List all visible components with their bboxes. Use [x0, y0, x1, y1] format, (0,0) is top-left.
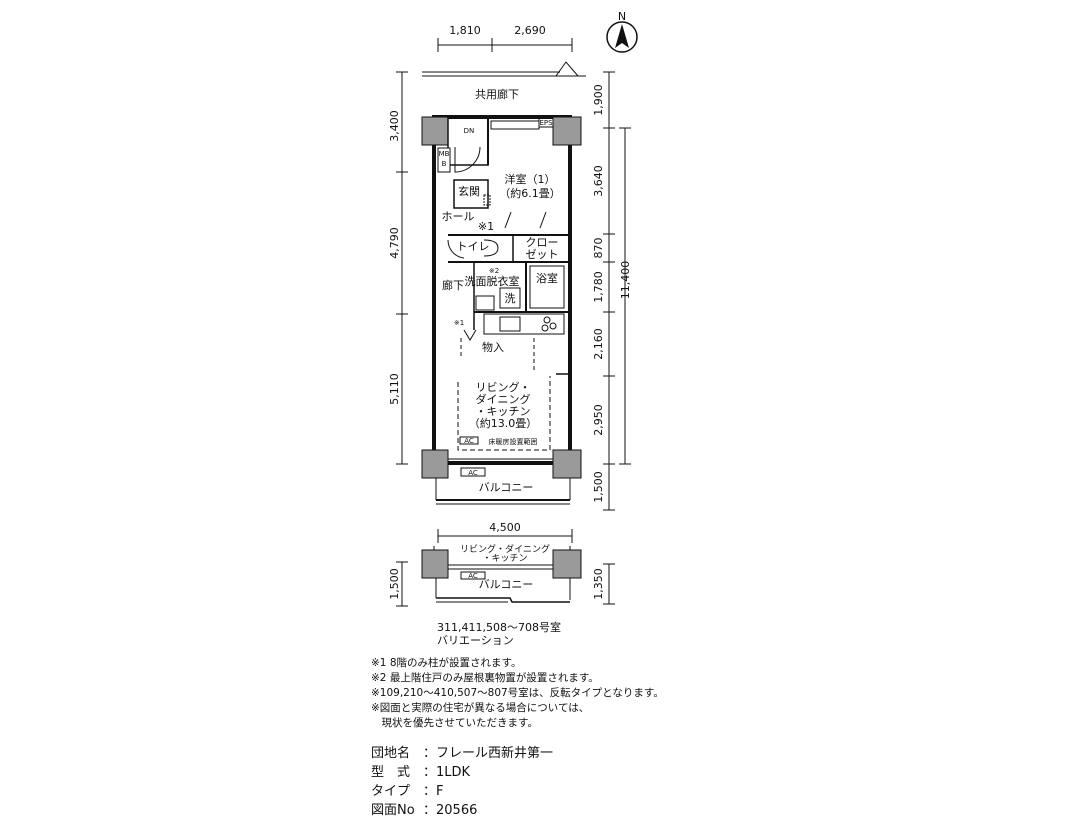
right-dim-7: 1,500	[592, 471, 605, 503]
western-room-doors	[504, 211, 547, 229]
balcony-label: バルコニー	[479, 481, 534, 494]
note-mark-2: ※2	[489, 267, 499, 275]
ldk-size: （約13.0畳）	[469, 416, 538, 430]
closet-label-2: ゼット	[526, 248, 559, 261]
note-line: ※1 8階のみ柱が設置されます。	[371, 657, 522, 669]
corridor-railing	[422, 61, 586, 77]
left-dimension-line	[396, 71, 408, 465]
variation-side-dims	[396, 561, 615, 607]
left-dim-3: 5,110	[388, 373, 401, 405]
washroom-label: 洗面脱衣室	[465, 274, 520, 288]
genkan-label: 玄関	[458, 184, 480, 198]
b-label: B	[442, 160, 447, 168]
bathroom-label: 浴室	[536, 271, 558, 285]
left-dim-1: 3,400	[388, 110, 401, 142]
ldk-label-2: ダイニング	[476, 392, 531, 406]
info-row-drawing: 図面No ：20566	[371, 801, 553, 820]
top-dimension-line	[437, 38, 573, 52]
note-line: ※2 最上階住戸のみ屋根裏物置が設置されます。	[371, 672, 599, 684]
ldk-label-3: ・キッチン	[476, 405, 531, 418]
balcony-ac-label: AC	[468, 469, 478, 477]
right-dim-4: 1,780	[592, 271, 605, 303]
variation-plan	[421, 546, 582, 603]
compass-icon: N	[606, 10, 638, 53]
floor-heating-label: 床暖房設置範囲	[489, 437, 538, 446]
right-dimension-lines	[603, 71, 631, 511]
floor-heating-area	[457, 373, 570, 451]
ac-label: AC	[464, 437, 474, 445]
dn-label: DN	[464, 127, 475, 135]
info-type-label: 型 式	[371, 765, 411, 780]
mb-label: MB	[439, 150, 450, 158]
ac-unit-icon	[459, 436, 479, 445]
note-line: ※図面と実際の住宅が異なる場合については、	[371, 702, 590, 714]
western-room-label: 洋室（1）	[505, 172, 556, 186]
top-dim-1: 1,810	[449, 24, 481, 37]
info-row-name: 団地名 ：フレール西新井第一	[371, 744, 553, 763]
variation-caption-1: 311,411,508～708号室	[437, 620, 561, 634]
variation-ldk-2: ・キッチン	[482, 553, 527, 564]
note-mark-1b: ※1	[454, 319, 464, 327]
hall-label: ホール	[442, 210, 475, 223]
note-line: ※109,210～410,507～807号室は、反転タイプとなります。	[371, 687, 664, 699]
notes-block: ※1 8階のみ柱が設置されます。 ※2 最上階住戸のみ屋根裏物置が設置されます。…	[371, 656, 664, 731]
variation-caption-2: バリエーション	[437, 634, 514, 647]
info-drawing-value: ：20566	[423, 803, 478, 818]
wet-area-walls	[447, 234, 570, 330]
western-room-size: （約6.1畳）	[499, 186, 561, 200]
kitchen-counter	[460, 313, 565, 370]
variation-right-dim: 1,350	[592, 568, 605, 600]
balcony	[435, 458, 571, 505]
left-dim-2: 4,790	[388, 227, 401, 259]
info-row-kind: タイプ ：F	[371, 782, 553, 801]
toilet-label: トイレ	[457, 240, 490, 253]
info-name-value: ：フレール西新井第一	[423, 746, 554, 761]
variation-left-dim: 1,500	[388, 568, 401, 600]
info-kind-value: ：F	[423, 784, 444, 799]
closet-label-1: クロー	[526, 236, 559, 249]
top-dim-2: 2,690	[514, 24, 546, 37]
wash-label: 洗	[505, 292, 516, 305]
right-dim-5: 2,160	[592, 328, 605, 360]
ldk-label-1: リビング・	[476, 380, 531, 394]
info-drawing-label: 図面No	[371, 803, 415, 818]
variation-dimension	[437, 529, 573, 543]
variation-balcony-label: バルコニー	[479, 578, 534, 591]
compass-label: N	[618, 10, 626, 23]
info-name-label: 団地名	[371, 746, 411, 761]
right-dim-2: 3,640	[592, 165, 605, 197]
right-dim-total: 11,400	[619, 261, 632, 300]
note-mark-1: ※1	[478, 220, 494, 233]
variation-ldk-1: リビング・ダイニング	[460, 543, 550, 555]
right-dim-6: 2,950	[592, 404, 605, 436]
eps-label: EPS	[539, 119, 553, 127]
info-row-type: 型 式 ：1LDK	[371, 763, 553, 782]
storage-label: 物入	[482, 340, 504, 354]
info-kind-label: タイプ	[371, 784, 411, 799]
right-dim-3: 870	[592, 238, 605, 259]
variation-ac-label: AC	[468, 572, 478, 580]
hallway-label: 廊下	[442, 278, 464, 292]
note-line: 現状を優先させていただきます。	[371, 717, 538, 729]
variation-width-dim: 4,500	[489, 521, 521, 534]
common-corridor-label: 共用廊下	[475, 87, 519, 101]
info-block: 団地名 ：フレール西新井第一 型 式 ：1LDK タイプ ：F 図面No ：20566	[371, 744, 553, 820]
info-type-value: ：1LDK	[423, 765, 471, 780]
entrance-area	[437, 116, 554, 209]
right-dim-1: 1,900	[592, 84, 605, 116]
